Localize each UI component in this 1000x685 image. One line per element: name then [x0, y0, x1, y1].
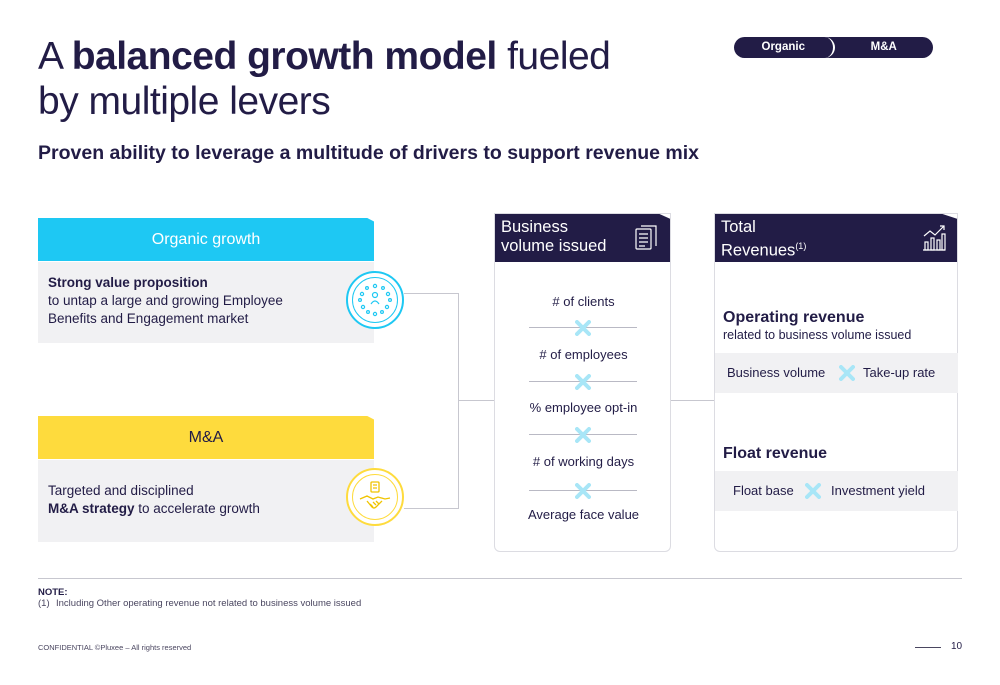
title-line2: by multiple levers — [38, 80, 331, 123]
note-text: (1) Including Other operating revenue not… — [38, 598, 361, 609]
total-revenues-panel: Total Revenues(1) Operating revenue rela… — [714, 213, 958, 552]
ma-body-rest: to accelerate growth — [134, 501, 260, 516]
bv-header-line1: Business — [501, 218, 568, 236]
business-volume-panel: Business volume issued # of clients # of… — [494, 213, 671, 552]
documents-icon — [635, 225, 657, 250]
operating-formula-row: Business volume Take-up rate — [715, 353, 958, 393]
note-number: (1) — [38, 598, 50, 609]
bv-item-employees: # of employees — [539, 347, 628, 362]
connector-vertical — [458, 293, 459, 509]
page-number: 10 — [951, 641, 963, 652]
title-bold: balanced growth model — [71, 35, 498, 78]
multiply-icon — [575, 427, 591, 443]
float-formula-row: Float base Investment yield — [715, 471, 958, 511]
ma-body: Targeted and disciplined M&A strategy to… — [38, 460, 374, 542]
title-pre: A — [38, 35, 72, 78]
page-title: A balanced growth model fueled by multip… — [38, 34, 611, 124]
operating-revenue-label: Operating revenue — [723, 309, 865, 326]
organic-body-line2: Benefits and Engagement market — [48, 311, 249, 326]
bv-header-line2: volume issued — [501, 237, 607, 255]
ma-header: M&A — [38, 416, 374, 459]
investment-yield-term: Investment yield — [831, 483, 925, 498]
organic-growth-body: Strong value proposition to untap a larg… — [38, 262, 374, 343]
multiply-icon — [805, 483, 821, 499]
float-base-term: Float base — [733, 483, 794, 498]
people-network-icon — [346, 271, 404, 329]
organic-ma-toggle[interactable]: Organic M&A — [734, 37, 933, 58]
notes-divider — [38, 578, 962, 579]
bv-item-working-days: # of working days — [532, 454, 635, 469]
ma-body-line1: Targeted and disciplined — [48, 483, 194, 498]
toggle-organic[interactable]: Organic — [734, 37, 835, 58]
multiply-icon — [839, 365, 855, 381]
multiply-icon — [575, 483, 591, 499]
business-volume-header: Business volume issued — [495, 214, 670, 262]
title-post: fueled — [496, 35, 611, 78]
note-body: Including Other operating revenue not re… — [56, 598, 362, 609]
bv-item-clients: # of clients — [552, 294, 615, 309]
connector-organic — [404, 293, 459, 294]
connector-to-bv — [458, 400, 494, 401]
tr-header-sup: (1) — [795, 241, 807, 251]
handshake-icon — [346, 468, 404, 526]
tr-header-line1: Total — [721, 218, 756, 236]
ma-body-bold: M&A strategy — [48, 501, 135, 516]
bv-item-face-value: Average face value — [527, 507, 640, 522]
bv-item-opt-in: % employee opt-in — [529, 400, 638, 415]
toggle-ma[interactable]: M&A — [870, 41, 897, 53]
page-number-rule — [915, 647, 941, 648]
footer-confidential: CONFIDENTIAL ©Pluxee – All rights reserv… — [38, 643, 192, 652]
page-subtitle: Proven ability to leverage a multitude o… — [38, 142, 700, 164]
total-revenues-header: Total Revenues(1) — [715, 214, 957, 262]
organic-growth-header: Organic growth — [38, 218, 374, 261]
tr-header-line2: Revenues — [721, 241, 796, 260]
connector-bv-to-tr — [671, 400, 714, 401]
float-revenue-label: Float revenue — [723, 445, 828, 462]
operating-revenue-sub: related to business volume issued — [723, 328, 912, 342]
connector-ma — [404, 508, 459, 509]
multiply-icon — [575, 374, 591, 390]
organic-body-bold: Strong value proposition — [48, 275, 208, 290]
growth-chart-icon — [923, 225, 946, 251]
multiply-icon — [575, 320, 591, 336]
take-up-rate-term: Take-up rate — [863, 365, 936, 380]
note-heading: NOTE: — [38, 587, 68, 598]
organic-body-line1: to untap a large and growing Employee — [48, 293, 283, 308]
business-volume-term: Business volume — [727, 365, 826, 380]
